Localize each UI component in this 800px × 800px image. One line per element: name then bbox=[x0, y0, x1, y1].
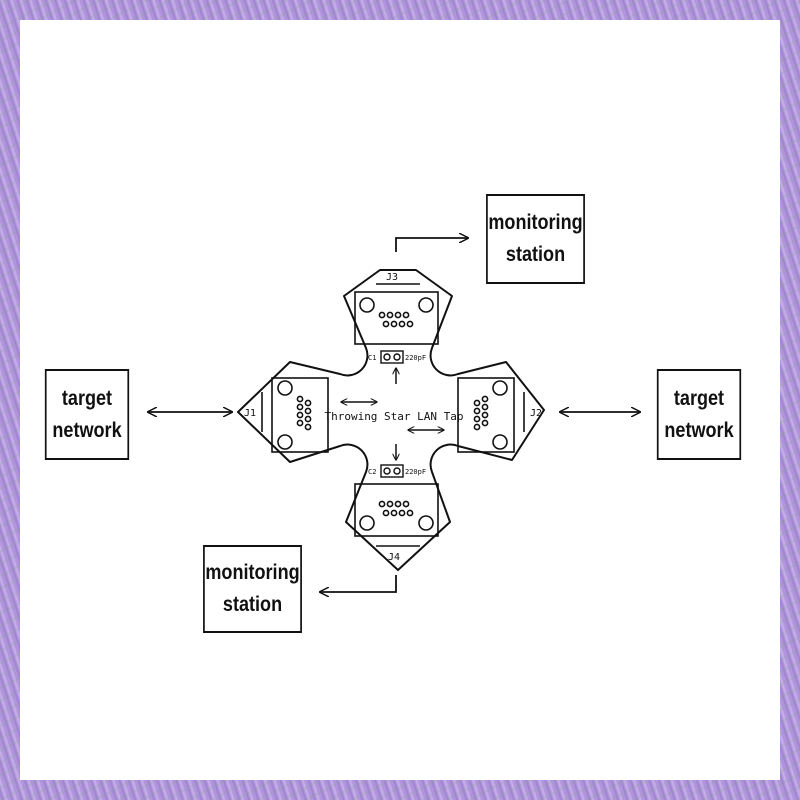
arrow-bottom-monitor bbox=[320, 575, 397, 592]
c2-label: C2 bbox=[368, 468, 376, 476]
pcb-board-outline bbox=[237, 269, 545, 571]
connector-j1 bbox=[261, 377, 329, 453]
target-network-box-right: target network bbox=[656, 369, 742, 460]
target-network-box-left: target network bbox=[44, 369, 130, 460]
box-line1: target bbox=[673, 386, 725, 410]
arrow-top-monitor bbox=[395, 238, 468, 252]
j1-label: J1 bbox=[244, 408, 256, 419]
box-line1: monitoring bbox=[488, 211, 583, 234]
j2-label: J2 bbox=[530, 408, 542, 419]
capacitor-c1 bbox=[380, 350, 404, 364]
capacitor-c2 bbox=[380, 464, 404, 478]
board-title: Throwing Star LAN Tap bbox=[324, 410, 463, 423]
box-line2: station bbox=[222, 593, 283, 616]
board-internal-arrows bbox=[341, 368, 444, 460]
monitoring-station-box-bottom: monitoring station bbox=[203, 545, 302, 633]
c1-label: C1 bbox=[368, 354, 376, 362]
external-arrows bbox=[148, 238, 640, 592]
monitoring-station-box-top: monitoring station bbox=[486, 194, 585, 284]
box-line1: monitoring bbox=[205, 561, 300, 584]
box-line2: network bbox=[664, 418, 734, 442]
j3-label: J3 bbox=[386, 272, 398, 283]
connector-j2 bbox=[457, 377, 525, 453]
box-line2: network bbox=[52, 418, 122, 442]
j4-label: J4 bbox=[388, 552, 400, 563]
connector-j4 bbox=[354, 483, 439, 547]
box-line2: station bbox=[505, 243, 566, 266]
connector-j3 bbox=[354, 283, 439, 345]
c1-value: 220pF bbox=[405, 354, 426, 362]
box-line1: target bbox=[61, 386, 113, 410]
c2-value: 220pF bbox=[405, 468, 426, 476]
